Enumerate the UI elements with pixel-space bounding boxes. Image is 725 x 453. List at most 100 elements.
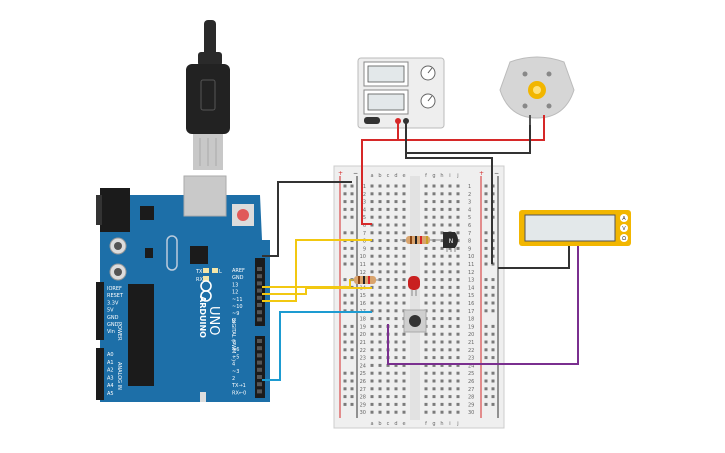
breadboard-hole[interactable] — [402, 278, 406, 282]
breadboard-hole[interactable] — [432, 356, 436, 360]
arduino-uno-board[interactable]: TX RX L ARDUINO UNO DIGITAL (PWM ~) POWE… — [96, 175, 270, 402]
breadboard-hole[interactable] — [440, 371, 444, 375]
breadboard-hole[interactable] — [424, 246, 428, 250]
breadboard-hole[interactable] — [370, 207, 374, 211]
rail-hole[interactable] — [484, 293, 488, 297]
breadboard-hole[interactable] — [440, 356, 444, 360]
breadboard-hole[interactable] — [370, 192, 374, 196]
breadboard-hole[interactable] — [394, 262, 398, 266]
breadboard-hole[interactable] — [456, 270, 460, 274]
breadboard-hole[interactable] — [432, 184, 436, 188]
multimeter-volt-button[interactable]: V — [622, 226, 626, 232]
breadboard-hole[interactable] — [402, 340, 406, 344]
arduino-pin[interactable] — [257, 317, 262, 322]
rail-hole[interactable] — [343, 231, 347, 235]
breadboard-hole[interactable] — [370, 324, 374, 328]
breadboard-hole[interactable] — [386, 184, 390, 188]
breadboard-hole[interactable] — [424, 348, 428, 352]
dc-motor-icon[interactable] — [499, 56, 575, 125]
breadboard-hole[interactable] — [378, 410, 382, 414]
breadboard-hole[interactable] — [386, 246, 390, 250]
rail-hole[interactable] — [343, 379, 347, 383]
breadboard-hole[interactable] — [402, 192, 406, 196]
breadboard-hole[interactable] — [424, 184, 428, 188]
breadboard-hole[interactable] — [440, 317, 444, 321]
rail-hole[interactable] — [484, 379, 488, 383]
breadboard-hole[interactable] — [424, 215, 428, 219]
breadboard-hole[interactable] — [402, 184, 406, 188]
rail-hole[interactable] — [350, 340, 354, 344]
breadboard-hole[interactable] — [440, 192, 444, 196]
breadboard-hole[interactable] — [440, 285, 444, 289]
breadboard-hole[interactable] — [456, 340, 460, 344]
breadboard-hole[interactable] — [386, 223, 390, 227]
rail-hole[interactable] — [491, 387, 495, 391]
breadboard-hole[interactable] — [378, 254, 382, 258]
breadboard-hole[interactable] — [432, 293, 436, 297]
breadboard-hole[interactable] — [440, 395, 444, 399]
rail-hole[interactable] — [343, 278, 347, 282]
rail-hole[interactable] — [350, 348, 354, 352]
breadboard-hole[interactable] — [402, 254, 406, 258]
breadboard-hole[interactable] — [370, 231, 374, 235]
breadboard-hole[interactable] — [378, 293, 382, 297]
rail-hole[interactable] — [484, 371, 488, 375]
breadboard-hole[interactable] — [394, 387, 398, 391]
breadboard-hole[interactable] — [432, 192, 436, 196]
breadboard-hole[interactable] — [456, 192, 460, 196]
breadboard-hole[interactable] — [424, 270, 428, 274]
breadboard-hole[interactable] — [440, 387, 444, 391]
breadboard-hole[interactable] — [432, 301, 436, 305]
arduino-pin[interactable] — [257, 353, 262, 358]
breadboard-hole[interactable] — [440, 340, 444, 344]
breadboard-hole[interactable] — [370, 340, 374, 344]
arduino-pin[interactable] — [257, 375, 262, 379]
breadboard-hole[interactable] — [378, 395, 382, 399]
breadboard-hole[interactable] — [440, 363, 444, 367]
rail-hole[interactable] — [484, 184, 488, 188]
rail-hole[interactable] — [343, 348, 347, 352]
breadboard-hole[interactable] — [448, 324, 452, 328]
breadboard-hole[interactable] — [424, 192, 428, 196]
reset-button[interactable] — [237, 209, 249, 221]
breadboard-hole[interactable] — [402, 410, 406, 414]
breadboard-hole[interactable] — [394, 301, 398, 305]
usb-cable[interactable] — [186, 20, 230, 170]
breadboard-hole[interactable] — [432, 200, 436, 204]
rail-hole[interactable] — [343, 402, 347, 406]
breadboard-hole[interactable] — [448, 363, 452, 367]
rail-hole[interactable] — [343, 395, 347, 399]
rail-hole[interactable] — [484, 246, 488, 250]
breadboard-hole[interactable] — [456, 215, 460, 219]
breadboard-hole[interactable] — [440, 402, 444, 406]
rail-hole[interactable] — [484, 239, 488, 243]
rail-hole[interactable] — [491, 278, 495, 282]
breadboard-hole[interactable] — [386, 387, 390, 391]
breadboard-hole[interactable] — [402, 285, 406, 289]
breadboard-hole[interactable] — [440, 270, 444, 274]
rail-hole[interactable] — [350, 262, 354, 266]
rail-hole[interactable] — [484, 387, 488, 391]
breadboard-hole[interactable] — [440, 293, 444, 297]
breadboard-hole[interactable] — [432, 371, 436, 375]
breadboard-hole[interactable] — [394, 402, 398, 406]
rail-hole[interactable] — [350, 184, 354, 188]
transistor[interactable]: N — [443, 232, 458, 252]
rail-hole[interactable] — [350, 200, 354, 204]
breadboard-hole[interactable] — [440, 239, 444, 243]
breadboard-hole[interactable] — [432, 270, 436, 274]
breadboard-hole[interactable] — [448, 223, 452, 227]
breadboard-hole[interactable] — [448, 246, 452, 250]
breadboard-hole[interactable] — [402, 356, 406, 360]
breadboard-hole[interactable] — [448, 410, 452, 414]
power-switch[interactable] — [364, 117, 380, 124]
rail-hole[interactable] — [350, 192, 354, 196]
breadboard-hole[interactable] — [432, 215, 436, 219]
rail-hole[interactable] — [343, 356, 347, 360]
rail-hole[interactable] — [484, 301, 488, 305]
breadboard-hole[interactable] — [378, 200, 382, 204]
rail-hole[interactable] — [484, 192, 488, 196]
breadboard-hole[interactable] — [394, 223, 398, 227]
breadboard-hole[interactable] — [456, 239, 460, 243]
rail-hole[interactable] — [484, 324, 488, 328]
